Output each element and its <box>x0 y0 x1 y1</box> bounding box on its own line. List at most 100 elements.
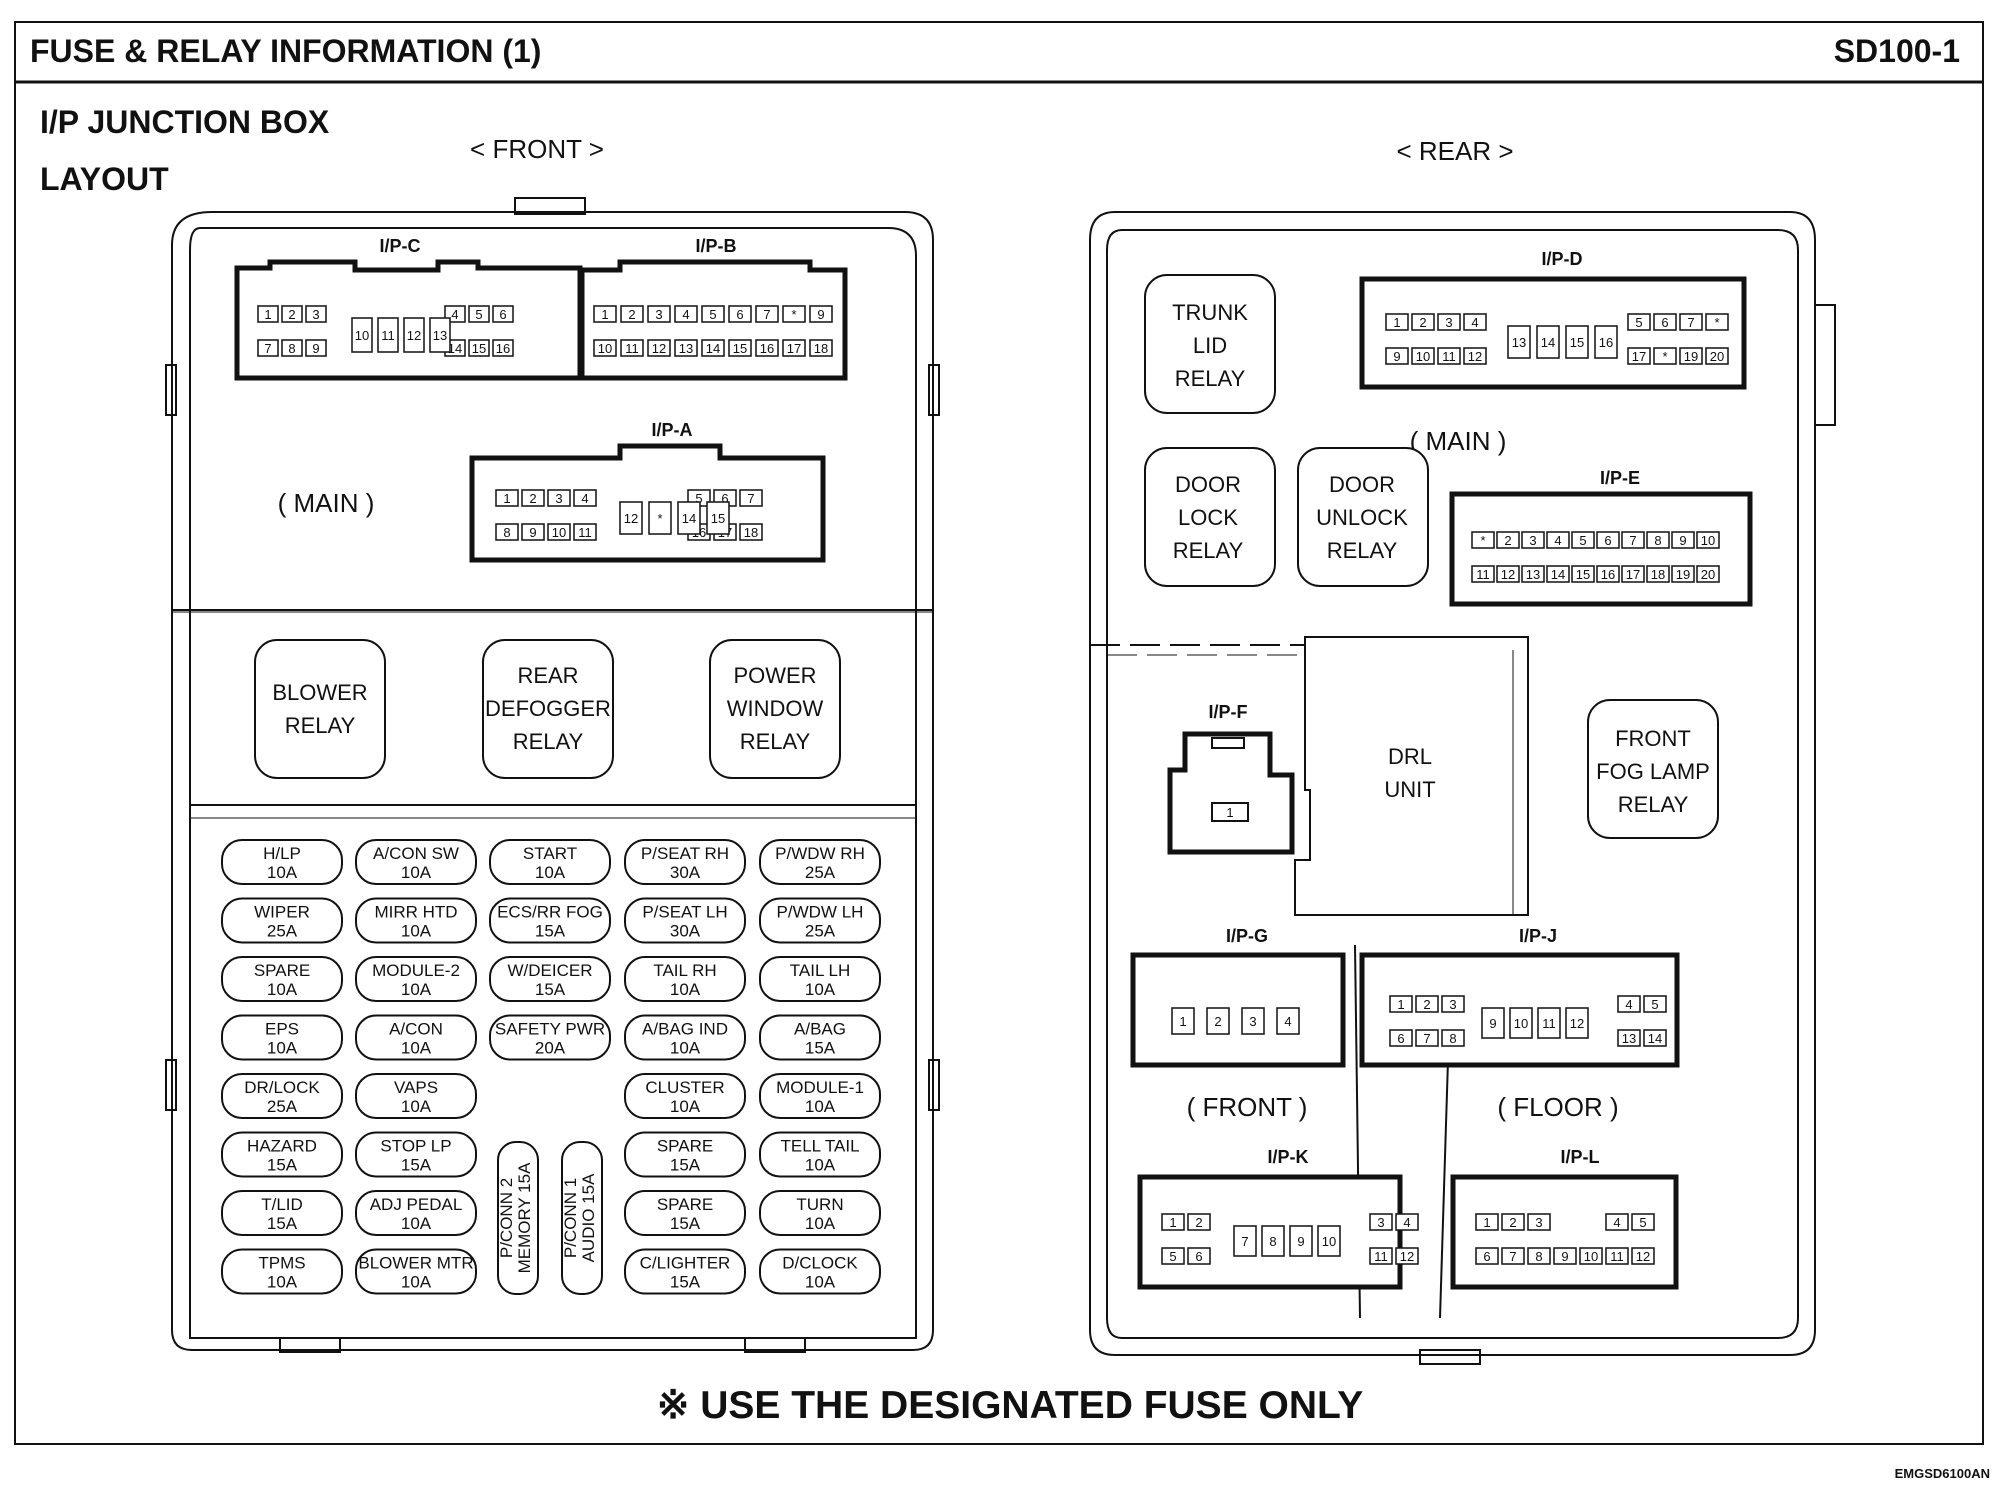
svg-text:STOP LP: STOP LP <box>380 1137 451 1156</box>
svg-text:BLOWER: BLOWER <box>272 680 367 705</box>
ipc-pin: 15 <box>468 339 490 357</box>
svg-text:*: * <box>657 511 662 526</box>
svg-text:19: 19 <box>1684 349 1698 364</box>
svg-text:10: 10 <box>1701 533 1715 548</box>
svg-text:25A: 25A <box>267 1097 298 1116</box>
ipl-pin: 12 <box>1631 1247 1655 1265</box>
svg-text:DOOR: DOOR <box>1329 472 1395 497</box>
ipk-pin: 5 <box>1161 1247 1185 1265</box>
ipj-pin: 1 <box>1389 995 1413 1013</box>
ipc-pin: 3 <box>305 305 327 323</box>
ipa-pin: 14 <box>677 501 701 535</box>
ipd-pin: 3 <box>1437 313 1461 331</box>
svg-text:4: 4 <box>451 307 458 322</box>
svg-text:11: 11 <box>1542 1016 1556 1031</box>
svg-text:P/WDW LH: P/WDW LH <box>777 903 864 922</box>
svg-text:13: 13 <box>433 328 447 343</box>
pconn2-line2: MEMORY 15A <box>515 1162 534 1274</box>
ipc-pin: 9 <box>305 339 327 357</box>
ipe-pin: 9 <box>1671 531 1695 549</box>
svg-text:4: 4 <box>1403 1215 1410 1230</box>
svg-text:15A: 15A <box>670 1214 701 1233</box>
svg-text:SAFETY PWR: SAFETY PWR <box>495 1020 605 1039</box>
svg-text:10A: 10A <box>670 1039 701 1058</box>
relay-door-lock: DOOR LOCK RELAY <box>1144 447 1276 587</box>
svg-text:13: 13 <box>1526 567 1540 582</box>
ipc-pin: 16 <box>492 339 514 357</box>
ipb-label: I/P-B <box>695 236 736 256</box>
svg-text:11: 11 <box>1610 1249 1624 1264</box>
svg-text:9: 9 <box>817 307 824 322</box>
svg-text:15: 15 <box>1570 335 1584 350</box>
svg-text:10A: 10A <box>535 863 566 882</box>
ipd-pin: 11 <box>1437 347 1461 365</box>
ipc-pin: 5 <box>468 305 490 323</box>
svg-text:SPARE: SPARE <box>254 961 310 980</box>
svg-text:14: 14 <box>448 341 462 356</box>
ipk-pin: 4 <box>1395 1213 1419 1231</box>
svg-text:30A: 30A <box>670 922 701 941</box>
svg-text:1: 1 <box>264 307 271 322</box>
front-junction-box: ( MAIN ) <box>165 197 940 1353</box>
svg-text:12: 12 <box>652 341 666 356</box>
svg-text:1: 1 <box>1393 315 1400 330</box>
svg-text:18: 18 <box>744 525 758 540</box>
svg-text:DOOR: DOOR <box>1175 472 1241 497</box>
ipe-pin: 17 <box>1621 565 1645 583</box>
ipd-pin: 4 <box>1463 313 1487 331</box>
svg-text:UNLOCK: UNLOCK <box>1316 505 1408 530</box>
svg-text:16: 16 <box>1601 567 1615 582</box>
ipb-pin: 11 <box>620 339 644 357</box>
svg-text:LOCK: LOCK <box>1178 505 1238 530</box>
ipl-pin: 3 <box>1527 1213 1551 1231</box>
svg-text:FOG LAMP: FOG LAMP <box>1596 759 1710 784</box>
svg-text:I/P-G: I/P-G <box>1226 926 1268 946</box>
ipc-label: I/P-C <box>379 236 420 256</box>
ipd-pin: 2 <box>1411 313 1435 331</box>
svg-text:10A: 10A <box>267 863 298 882</box>
ipb-pin: 5 <box>701 305 725 323</box>
svg-text:13: 13 <box>1622 1031 1636 1046</box>
ipj-pin: 13 <box>1617 1029 1641 1047</box>
svg-text:7: 7 <box>1629 533 1636 548</box>
ipe-pin: * <box>1471 531 1495 549</box>
ipe-pin: 10 <box>1696 531 1720 549</box>
ipg-pin: 3 <box>1241 1007 1265 1035</box>
ipd-pin: 6 <box>1653 313 1677 331</box>
ipl-pin: 4 <box>1605 1213 1629 1231</box>
svg-text:5: 5 <box>1579 533 1586 548</box>
fuse-note: ※ USE THE DESIGNATED FUSE ONLY <box>657 1384 1364 1427</box>
svg-text:CLUSTER: CLUSTER <box>645 1078 724 1097</box>
svg-text:13: 13 <box>679 341 693 356</box>
ipk-pin: 1 <box>1161 1213 1185 1231</box>
svg-text:7: 7 <box>763 307 770 322</box>
svg-text:7: 7 <box>1241 1234 1248 1249</box>
ipd-pin: * <box>1653 347 1677 365</box>
svg-text:17: 17 <box>1632 349 1646 364</box>
svg-text:3: 3 <box>655 307 662 322</box>
svg-text:10: 10 <box>355 328 369 343</box>
svg-text:14: 14 <box>1541 335 1555 350</box>
svg-text:10: 10 <box>1514 1016 1528 1031</box>
ipk-pin: 2 <box>1187 1213 1211 1231</box>
ipk-pin: 8 <box>1261 1225 1285 1257</box>
ipb-pin: 13 <box>674 339 698 357</box>
svg-text:16: 16 <box>760 341 774 356</box>
svg-text:SPARE: SPARE <box>657 1137 713 1156</box>
ipd-pin: 1 <box>1385 313 1409 331</box>
ipe-pin: 14 <box>1546 565 1570 583</box>
ipa-pin: 9 <box>521 523 545 541</box>
ipb-pin: 4 <box>674 305 698 323</box>
svg-text:17: 17 <box>1626 567 1640 582</box>
svg-text:6: 6 <box>1604 533 1611 548</box>
ipk-pin: 11 <box>1369 1247 1393 1265</box>
